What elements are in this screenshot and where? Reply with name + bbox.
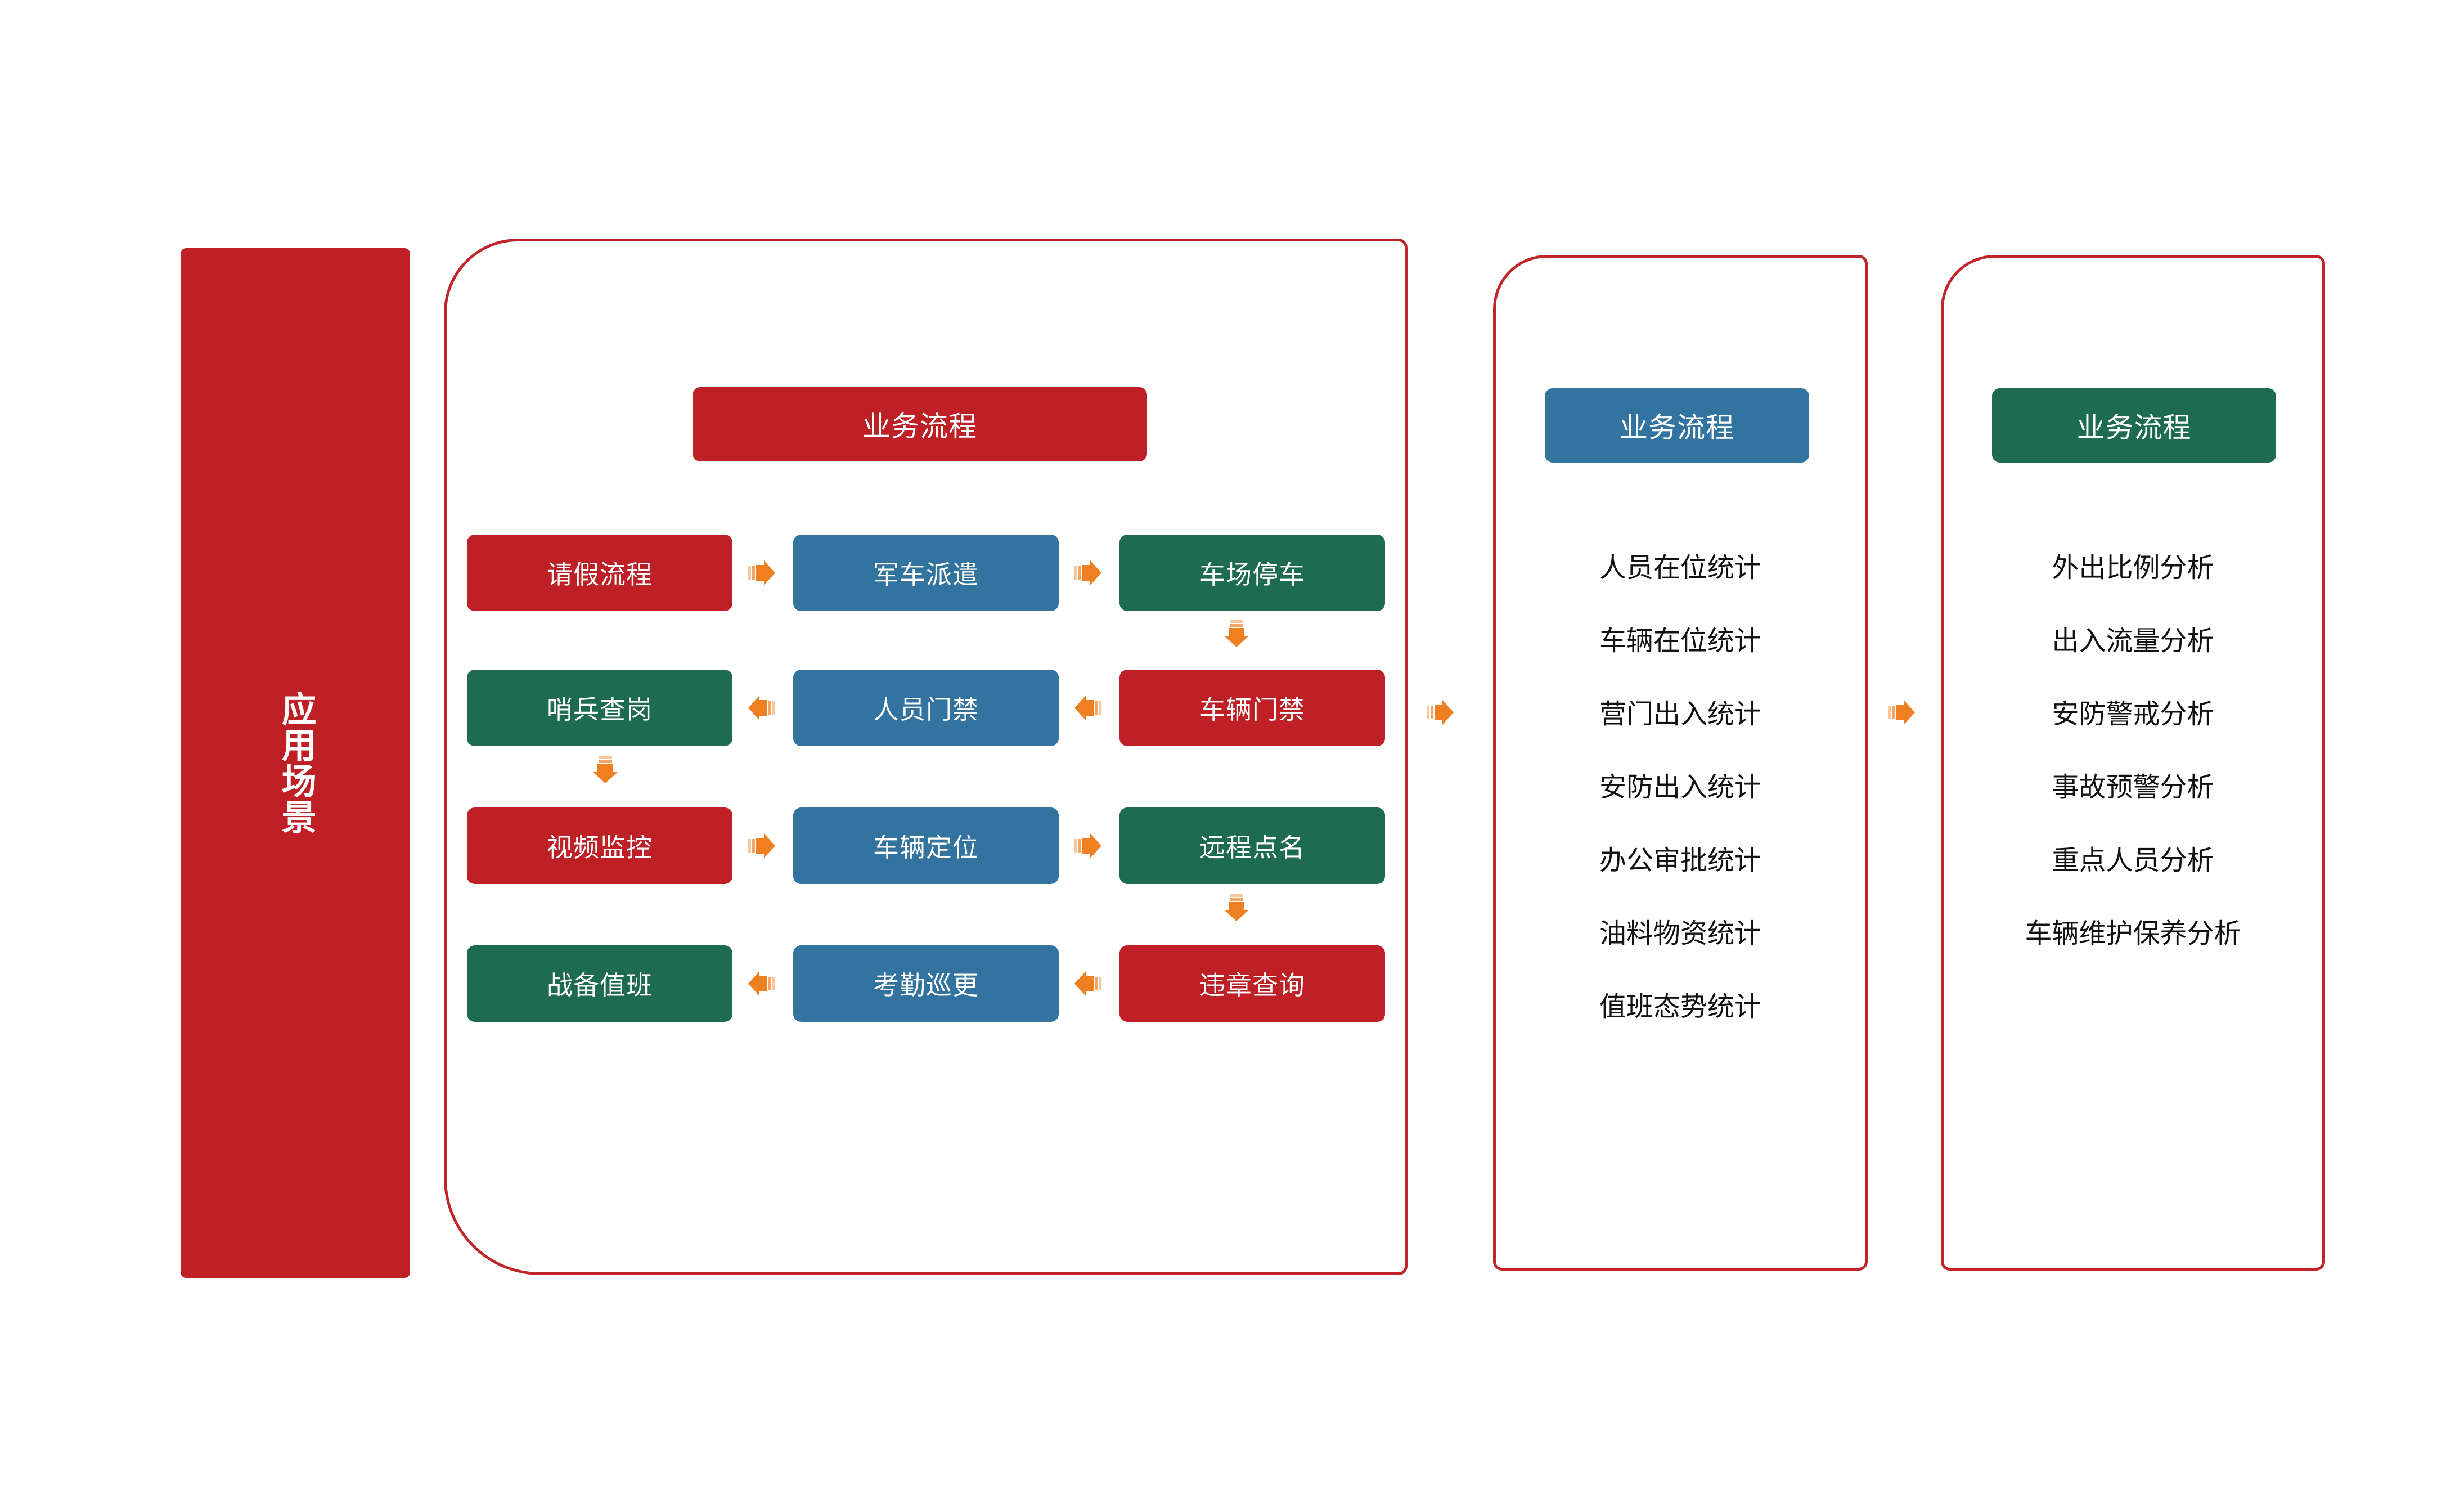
flow-cell-junchepaiqian[interactable]: 军车派遣 [793, 535, 1059, 611]
arrow-down-icon [1221, 892, 1252, 923]
arrow-right-icon [746, 830, 777, 862]
flow-cell-cheliangdingwei[interactable]: 车辆定位 [793, 807, 1059, 884]
arrow-left-icon [746, 692, 777, 724]
arrow-right-icon [1072, 557, 1104, 589]
flow-cell-yuanchengdianming[interactable]: 远程点名 [1119, 807, 1385, 884]
list-item[interactable]: 外出比例分析 [2052, 553, 2214, 583]
application-scenario-banner: 应用场景 [181, 248, 410, 1278]
arrow-down-icon [1221, 618, 1252, 649]
arrow-right-icon [746, 557, 777, 589]
arrow-down-icon [590, 754, 621, 786]
arrow-left-icon [1072, 692, 1104, 724]
flow-cell-shaobingchagang[interactable]: 哨兵查岗 [467, 670, 732, 746]
flow-cell-cheliangmenjin[interactable]: 车辆门禁 [1119, 670, 1385, 746]
arrow-left-icon [1072, 968, 1104, 999]
list-item[interactable]: 办公审批统计 [1599, 846, 1761, 876]
arrow-left-icon [746, 968, 777, 999]
flow-panel-header: 业务流程 [693, 387, 1147, 461]
list-item[interactable]: 油料物资统计 [1599, 919, 1761, 949]
list-item[interactable]: 车辆在位统计 [1599, 626, 1761, 656]
list-item[interactable]: 营门出入统计 [1599, 699, 1761, 729]
flow-cell-shipinjiankong[interactable]: 视频监控 [467, 807, 732, 884]
connector-flow-to-stats-icon [1424, 697, 1456, 728]
flow-cell-weizhangchaxun[interactable]: 违章查询 [1119, 945, 1385, 1022]
list-item[interactable]: 人员在位统计 [1599, 553, 1761, 583]
list-item[interactable]: 重点人员分析 [2052, 846, 2214, 876]
flow-cell-qingjialiucheng[interactable]: 请假流程 [467, 535, 732, 611]
flow-cell-renyuanmenjin[interactable]: 人员门禁 [793, 670, 1059, 746]
statistics-item-list: 人员在位统计 车辆在位统计 营门出入统计 安防出入统计 办公审批统计 油料物资统… [1493, 532, 1868, 1044]
statistics-panel-header: 业务流程 [1545, 388, 1809, 463]
list-item[interactable]: 车辆维护保养分析 [2025, 919, 2241, 949]
analysis-item-list: 外出比例分析 出入流量分析 安防警戒分析 事故预警分析 重点人员分析 车辆维护保… [1941, 532, 2325, 971]
flow-cell-chechangtingche[interactable]: 车场停车 [1119, 535, 1385, 611]
flow-cell-kaoqinxungeng[interactable]: 考勤巡更 [793, 945, 1059, 1022]
connector-stats-to-analysis-icon [1886, 697, 1917, 728]
application-scenario-label: 应用场景 [276, 691, 315, 835]
list-item[interactable]: 出入流量分析 [2052, 626, 2214, 656]
list-item[interactable]: 值班态势统计 [1599, 992, 1761, 1022]
list-item[interactable]: 安防警戒分析 [2052, 699, 2214, 729]
arrow-right-icon [1072, 830, 1104, 862]
list-item[interactable]: 事故预警分析 [2052, 773, 2214, 802]
list-item[interactable]: 安防出入统计 [1599, 773, 1761, 802]
flow-cell-zhanbeizhiban[interactable]: 战备值班 [467, 945, 732, 1022]
analysis-panel-header: 业务流程 [1992, 388, 2276, 463]
